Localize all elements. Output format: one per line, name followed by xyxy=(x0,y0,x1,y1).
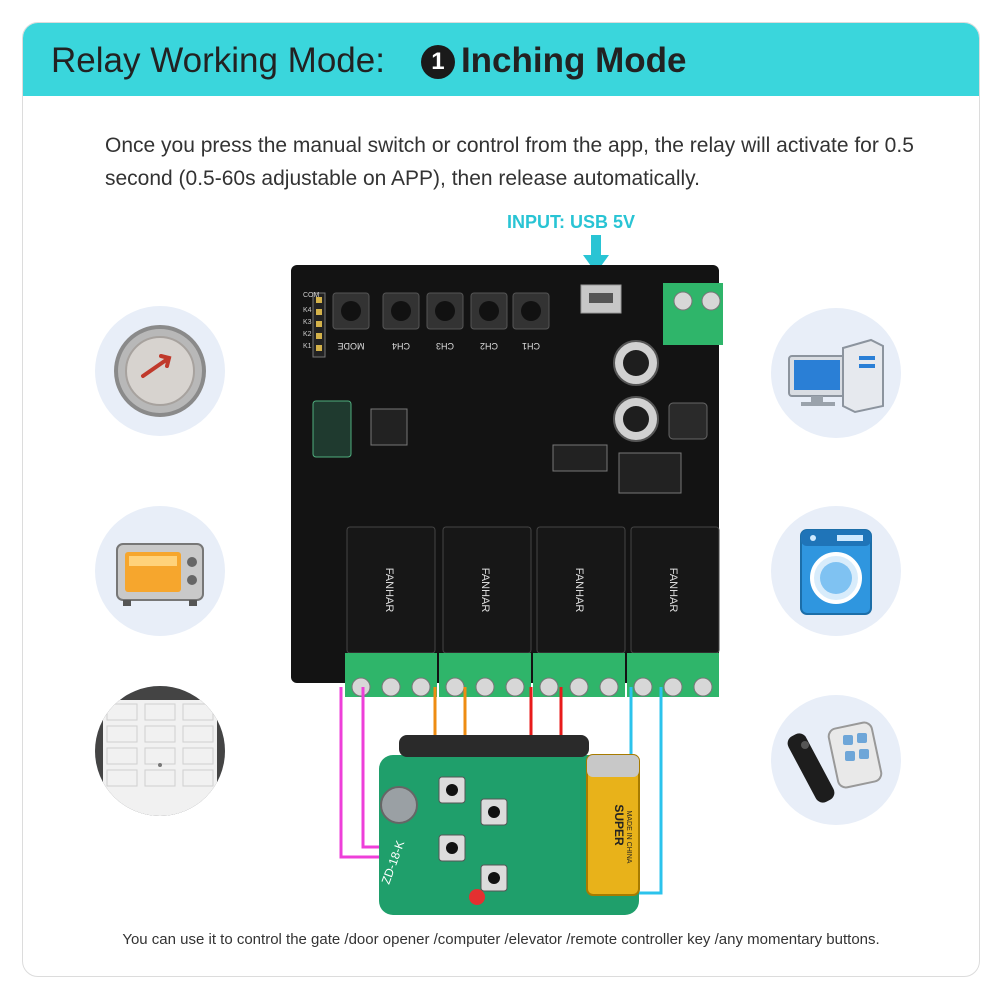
pin-label-k3: K3 xyxy=(303,319,312,326)
mode-description: Once you press the manual switch or cont… xyxy=(105,134,914,190)
pin-label-k2: K2 xyxy=(303,331,312,338)
antenna xyxy=(312,400,352,458)
button-label-mode: MODE xyxy=(338,341,365,351)
pin-label-k4: K4 xyxy=(303,307,312,314)
relay-4: FANHAR xyxy=(630,526,720,654)
garage-door-circle xyxy=(95,686,225,816)
relay-1: FANHAR xyxy=(346,526,436,654)
button-label-ch4: CH4 xyxy=(392,341,410,351)
inductor xyxy=(668,402,708,440)
relay-1-brand: FANHAR xyxy=(383,568,395,613)
driver-chip xyxy=(552,444,608,472)
output-terminals xyxy=(345,653,719,697)
elevator-button-circle xyxy=(95,306,225,436)
footer-note: You can use it to control the gate /door… xyxy=(122,931,880,948)
button-label-ch2: CH2 xyxy=(480,341,498,351)
computer-circle xyxy=(771,308,901,438)
toaster-oven-circle xyxy=(95,506,225,636)
input-arrow-icon xyxy=(583,235,609,273)
pin-label-com: COM xyxy=(303,292,320,299)
battery-brand: SUPER xyxy=(612,804,626,846)
remote-antenna xyxy=(399,735,589,757)
battery: SUPER MADE IN CHINA xyxy=(586,754,640,896)
relay-3: FANHAR xyxy=(536,526,626,654)
mode-name: Inching Mode xyxy=(460,41,687,80)
elevator-button-icon xyxy=(114,325,206,417)
garage-door-icon xyxy=(95,686,225,816)
relay-2-brand: FANHAR xyxy=(479,568,491,613)
relay-2: FANHAR xyxy=(442,526,532,654)
wifi-chip xyxy=(370,408,408,446)
relay-4-brand: FANHAR xyxy=(667,568,679,613)
remote-board: ZD-18-K SUPER MADE IN CHINA xyxy=(379,735,640,915)
washing-machine-circle xyxy=(771,506,901,636)
washing-machine-icon xyxy=(800,529,872,615)
relay-3-brand: FANHAR xyxy=(573,568,585,613)
button-label-ch3: CH3 xyxy=(436,341,454,351)
remote-controller-icon xyxy=(787,721,883,803)
button-label-ch1: CH1 xyxy=(522,341,540,351)
led-indicator xyxy=(469,889,485,905)
pin-header xyxy=(312,292,326,358)
toaster-oven-icon xyxy=(116,543,204,606)
mode-number-badge: 1 xyxy=(420,45,455,79)
battery-origin: MADE IN CHINA xyxy=(625,811,632,864)
computer-icon xyxy=(788,338,884,414)
relay-board: MODE CH4 CH3 CH2 CH1 COM K4 K3 K2 K1 xyxy=(291,265,723,697)
tactile-buttons xyxy=(332,292,550,330)
oscillator xyxy=(380,786,418,824)
remote-controller-circle xyxy=(771,695,901,825)
title-prefix: Relay Working Mode: xyxy=(51,41,385,80)
input-label: INPUT: USB 5V xyxy=(507,212,636,232)
pin-label-k1: K1 xyxy=(303,343,312,350)
